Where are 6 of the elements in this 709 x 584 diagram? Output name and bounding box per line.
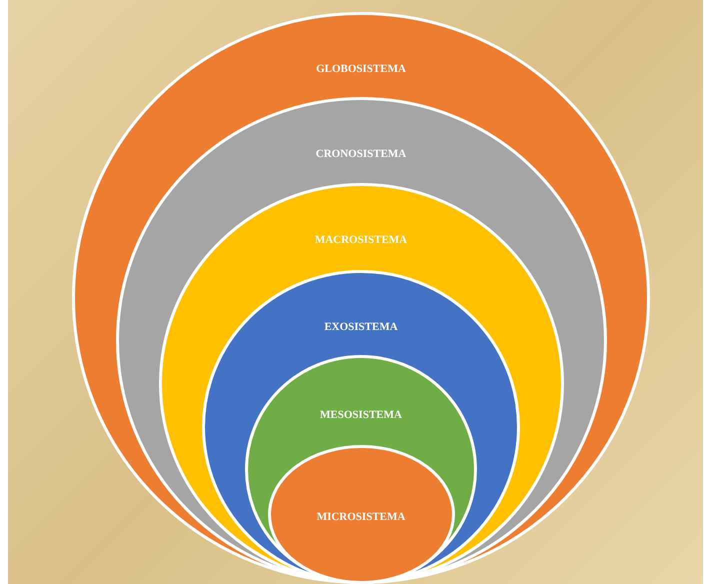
- layer-label: MICROSISTEMA: [316, 510, 406, 524]
- layer-label: CRONOSISTEMA: [316, 147, 406, 161]
- layer-label: MACROSISTEMA: [314, 233, 408, 247]
- layer-label: MESOSISTEMA: [320, 408, 402, 422]
- layer-label: GLOBOSISTEMA: [316, 62, 406, 76]
- layer-label: EXOSISTEMA: [324, 320, 398, 334]
